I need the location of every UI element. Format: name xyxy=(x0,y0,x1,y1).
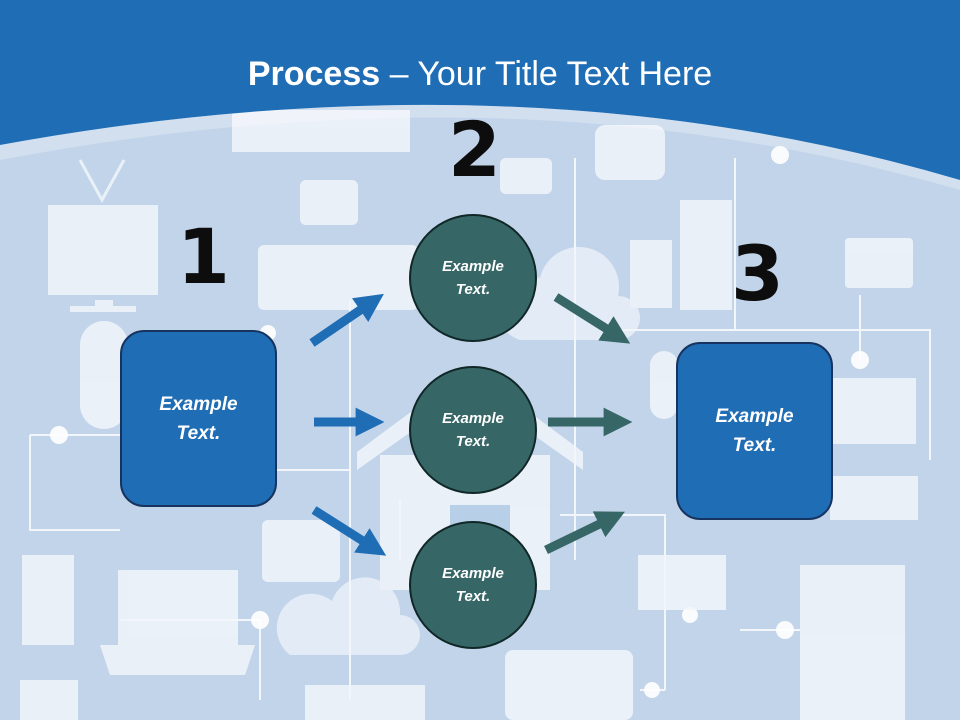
step-number-3: 3 xyxy=(731,229,784,318)
network-nodes xyxy=(50,146,869,698)
step-number-1: 1 xyxy=(177,212,230,301)
title-bold: Process xyxy=(247,55,381,93)
printer-icon xyxy=(232,110,410,152)
game-console-icon xyxy=(595,125,665,180)
speaker-icon xyxy=(630,240,672,308)
arrow-1-to-top xyxy=(309,293,384,347)
step-1-box: Example Text. xyxy=(120,330,277,507)
slide-title: Process – Your Title Text Here xyxy=(0,52,960,96)
circle-bottom-text: Example Text. xyxy=(442,565,504,605)
header-highlight xyxy=(0,104,960,190)
step-2-circle-top: Example Text. xyxy=(409,214,537,342)
router-icon xyxy=(845,238,913,288)
tablet2-icon xyxy=(505,650,633,720)
phone-icon xyxy=(300,180,358,225)
arrow-bottom-to-3 xyxy=(544,511,625,555)
step-1-text: Example Text. xyxy=(159,393,238,444)
circle-top-text: Example Text. xyxy=(442,258,504,298)
microphone-icon xyxy=(80,321,128,429)
washer-icon xyxy=(20,680,78,720)
title-rest: – Your Title Text Here xyxy=(380,55,713,93)
step-number-2: 2 xyxy=(448,105,501,194)
tv-icon xyxy=(48,205,158,312)
tablet-icon xyxy=(262,520,340,582)
step-2-circle-middle: Example Text. xyxy=(409,366,537,494)
fridge2-icon xyxy=(800,565,905,720)
laptop-icon xyxy=(118,570,238,645)
air-conditioner-icon xyxy=(258,245,418,310)
dvd-player-icon xyxy=(305,685,425,720)
camera-icon xyxy=(500,158,552,194)
fridge-icon xyxy=(22,555,74,645)
small-tv-icon xyxy=(638,555,726,610)
circle-middle-text: Example Text. xyxy=(442,410,504,450)
header-band xyxy=(0,0,960,180)
step-3-box: Example Text. xyxy=(676,342,833,520)
step-2-circle-bottom: Example Text. xyxy=(409,521,537,649)
step-3-text: Example Text. xyxy=(715,406,794,456)
monitor-icon xyxy=(820,378,916,444)
arrow-top-to-3 xyxy=(553,293,631,344)
keyboard-icon xyxy=(830,476,918,520)
arrow-1-to-bottom xyxy=(311,506,387,556)
